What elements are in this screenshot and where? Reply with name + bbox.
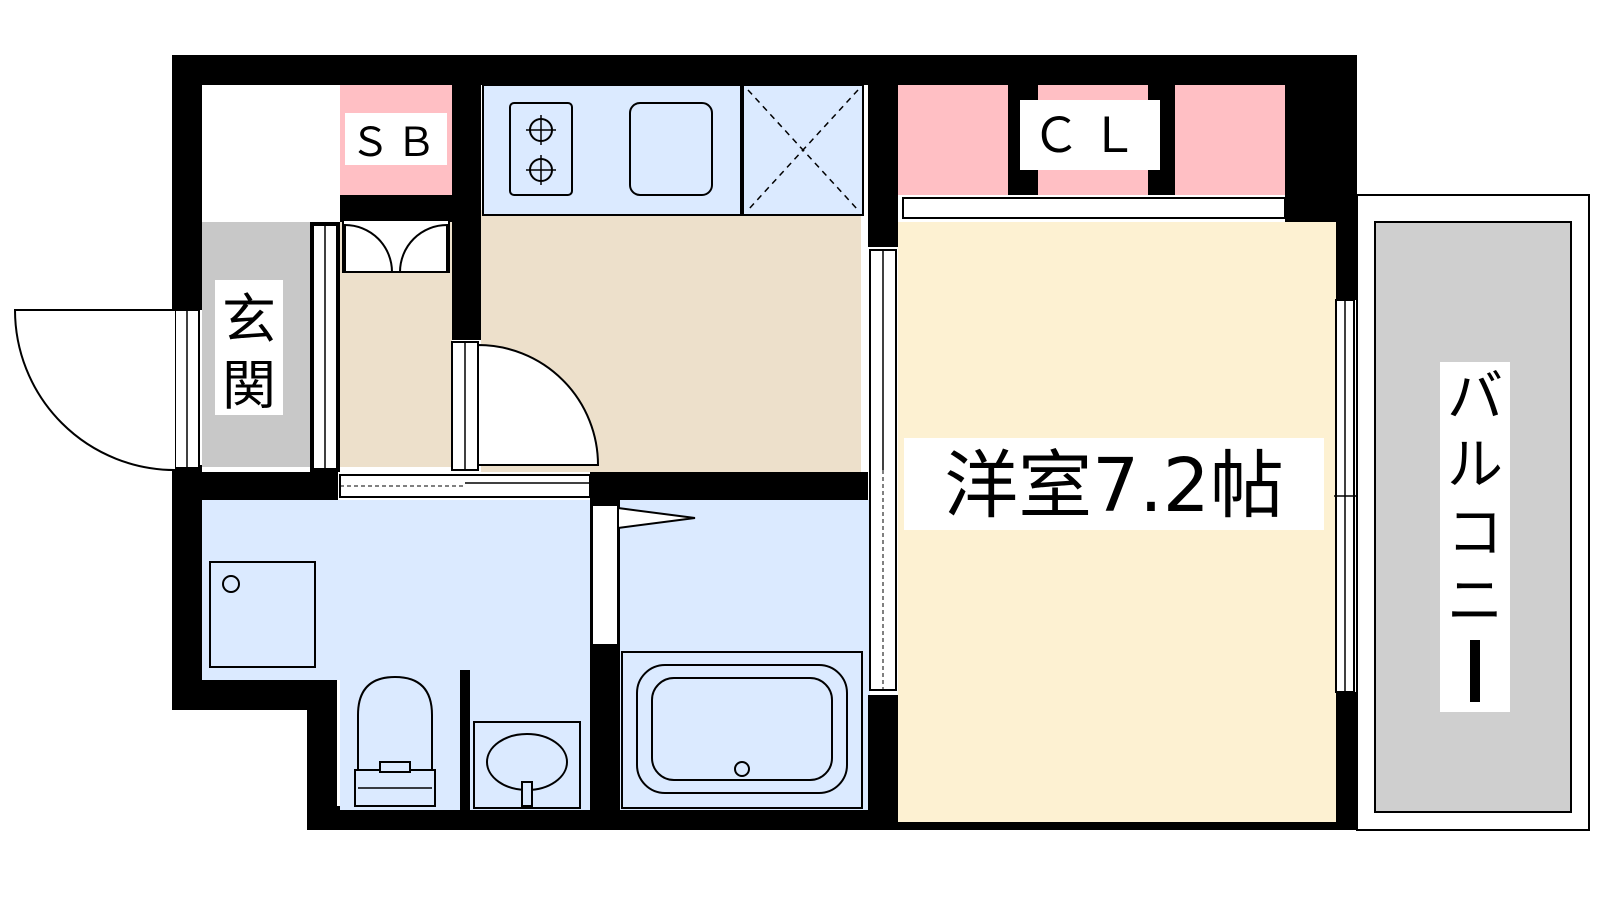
wall-toilet-basin bbox=[460, 670, 470, 810]
storage-box-label: ＳＢ bbox=[350, 120, 442, 166]
wall-mid-horizontal-2 bbox=[590, 472, 868, 500]
entrance-label-line2: 関 bbox=[222, 354, 276, 417]
balcony-label-char-hidden: ー bbox=[1475, 699, 1476, 701]
kitchen-sink bbox=[629, 102, 713, 196]
bath-door-frame bbox=[591, 504, 619, 646]
stove bbox=[509, 102, 573, 196]
wall-hall-kitchen-top bbox=[452, 85, 481, 340]
balcony-label-char: コ bbox=[1447, 501, 1503, 566]
wall-storage-bottom bbox=[340, 195, 452, 222]
toilet-icon bbox=[354, 675, 436, 807]
closet-rail bbox=[902, 197, 1286, 219]
outer-wall-left-lower bbox=[172, 465, 202, 695]
burner-icon bbox=[526, 115, 556, 145]
storage-doors-frame bbox=[342, 219, 450, 273]
outer-wall-left-bottom bbox=[307, 680, 337, 820]
wall-room-left-low bbox=[868, 695, 898, 810]
outer-wall-right-lower bbox=[1333, 692, 1357, 830]
entrance-label-line1: 玄 bbox=[222, 288, 276, 351]
balcony-label-char: ル bbox=[1447, 433, 1503, 498]
drain-icon bbox=[222, 575, 240, 593]
room-label: 洋室7.2帖 bbox=[944, 443, 1284, 529]
balcony-label-char: ニ bbox=[1447, 569, 1503, 634]
outer-wall-right-upper bbox=[1333, 55, 1357, 300]
closet-left bbox=[898, 85, 1008, 195]
entrance-door-swing bbox=[13, 309, 176, 471]
outer-wall-left-upper bbox=[172, 55, 202, 310]
storage-door-right bbox=[399, 223, 448, 273]
closet-right bbox=[1175, 85, 1285, 195]
wall-kitchen-room bbox=[868, 85, 898, 247]
kitchen-door-swing bbox=[477, 343, 600, 466]
wall-mid-horizontal bbox=[172, 472, 338, 500]
bathtub-icon bbox=[621, 651, 863, 809]
bath-door-panel bbox=[617, 506, 696, 530]
balcony-label-char: バ bbox=[1447, 365, 1503, 430]
entrance-label-bg bbox=[215, 280, 283, 415]
storage-label-bg bbox=[345, 113, 447, 165]
balcony-label-char-vertical bbox=[1470, 640, 1480, 702]
storage-door-left bbox=[344, 223, 393, 273]
washer-pan bbox=[209, 561, 316, 668]
closet-label-bg bbox=[1020, 100, 1160, 170]
burner-icon bbox=[526, 155, 556, 185]
room-label-bg bbox=[904, 438, 1324, 530]
basin-icon bbox=[473, 721, 581, 809]
outer-wall-top bbox=[172, 55, 1353, 85]
closet-wall-right bbox=[1285, 85, 1333, 222]
closet-label: ＣＬ bbox=[1032, 108, 1148, 164]
